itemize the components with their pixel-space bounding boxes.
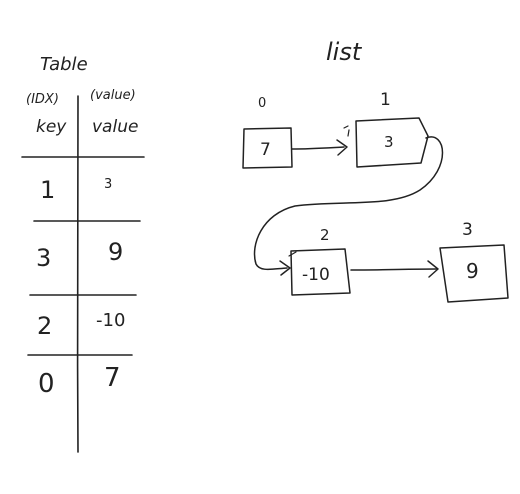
list-node-2-value: -10: [302, 265, 330, 285]
table-title: Table: [40, 54, 88, 75]
arrow-line: [255, 137, 443, 269]
table-row-1-value: 9: [108, 238, 123, 266]
table-header-top-right: (value): [90, 88, 136, 103]
list-node-0-value: 7: [260, 140, 271, 160]
list-node-2-tick: [289, 252, 296, 256]
list-node-0: 0 7: [243, 96, 292, 168]
table-header-top-left: (IDX): [26, 92, 59, 107]
pointer-2-to-3: [351, 261, 438, 277]
table-row-3-key: 0: [38, 369, 55, 399]
table-row-0-key: 1: [40, 176, 55, 204]
list-node-1-tick: [344, 126, 349, 136]
arrow-line: [292, 147, 344, 149]
table-diagram: Table (IDX) (value) key value 1 3 3 9 2 …: [22, 54, 144, 452]
linked-list-diagram: list 0 7 1 3 2 -10 3 9: [243, 38, 508, 302]
table-row-1-key: 3: [36, 244, 51, 272]
pointer-1-to-2: [255, 137, 443, 275]
table-row-3-value: 7: [104, 363, 121, 393]
pointer-0-to-1: [292, 140, 347, 155]
list-node-1: 1 3: [344, 90, 428, 167]
list-node-2-index: 2: [320, 226, 330, 244]
list-node-3-value: 9: [466, 259, 479, 283]
table-row-2-key: 2: [37, 312, 52, 340]
list-node-3: 3 9: [440, 220, 508, 302]
table-header-value: value: [92, 117, 138, 137]
table-row-2-value: -10: [96, 310, 125, 331]
list-node-0-index: 0: [258, 96, 266, 111]
table-row-0-value: 3: [104, 177, 112, 192]
list-node-1-index: 1: [380, 90, 391, 110]
list-node-2: 2 -10: [289, 226, 350, 295]
table-header-key: key: [36, 117, 67, 137]
list-node-1-value: 3: [384, 133, 394, 151]
list-title: list: [326, 38, 363, 66]
list-node-3-index: 3: [462, 220, 473, 240]
arrow-line: [351, 269, 436, 270]
